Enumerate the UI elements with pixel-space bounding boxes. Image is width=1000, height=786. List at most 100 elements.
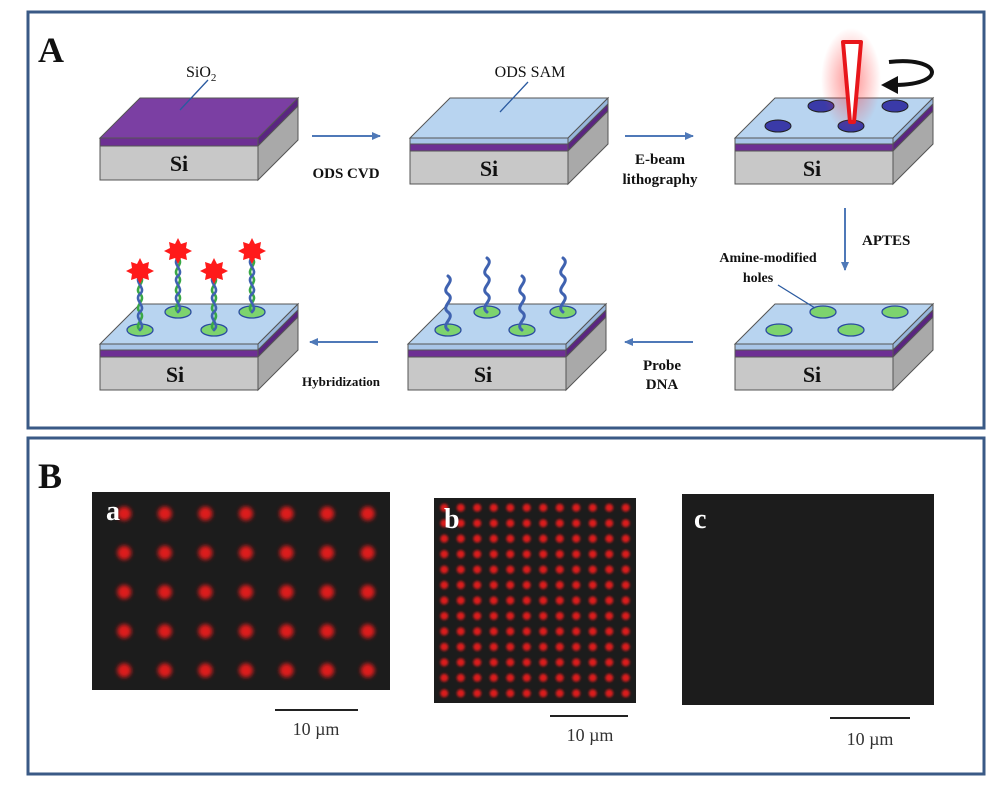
fluorescent-spot	[539, 566, 547, 574]
fluorescent-spot	[506, 627, 514, 635]
fluorescent-spot	[198, 585, 212, 599]
fluorescent-spot	[605, 504, 613, 512]
fluorescent-spot	[361, 546, 375, 560]
fluorescent-spot	[440, 643, 448, 651]
fluorescent-spot	[523, 519, 531, 527]
fluorescent-spot	[589, 658, 597, 666]
micrograph-c	[682, 494, 934, 705]
si-label-4: Si	[803, 362, 821, 387]
si-label-6: Si	[166, 362, 184, 387]
fluorescent-spot	[539, 689, 547, 697]
fluorescent-spot	[556, 535, 564, 543]
fluorescent-spot	[158, 507, 172, 521]
fluorescent-spot	[622, 535, 630, 543]
fluorescent-spot	[605, 658, 613, 666]
fluorescent-spot	[556, 566, 564, 574]
fluorescent-spot	[572, 566, 580, 574]
step-ods-cvd: ODS CVD	[312, 166, 379, 182]
wafer-step-2: Si	[410, 98, 608, 184]
scale-bar-b-label: 10 µm	[567, 725, 614, 745]
fluorescent-spot	[440, 689, 448, 697]
fluorescent-spot	[572, 519, 580, 527]
fluorescent-spot	[556, 581, 564, 589]
fluorescent-spot	[506, 535, 514, 543]
fluorescent-spot	[490, 643, 498, 651]
fluorescent-spot	[473, 674, 481, 682]
fluorescent-spot	[490, 612, 498, 620]
fluorescent-spot	[440, 581, 448, 589]
fluorescent-spot	[506, 674, 514, 682]
fluorescent-spot	[622, 550, 630, 558]
fluorescent-spot	[572, 674, 580, 682]
fluorescent-spot	[556, 658, 564, 666]
fluorescent-spot	[589, 674, 597, 682]
amine-label-line1: Amine-modified	[719, 251, 816, 266]
fluorescent-spot	[158, 546, 172, 560]
fluorescent-spot	[605, 643, 613, 651]
fluorescent-spot	[457, 643, 465, 651]
fluorescent-spot	[506, 658, 514, 666]
fluorescent-spot	[506, 612, 514, 620]
fluorescent-spot	[589, 581, 597, 589]
panel-b-label: B	[38, 456, 62, 496]
fluorescent-spot	[490, 658, 498, 666]
fluorescent-spot	[440, 550, 448, 558]
fluorescent-spot	[440, 597, 448, 605]
fluorescent-spot	[239, 585, 253, 599]
fluorescent-spot	[605, 535, 613, 543]
fluorescent-spot	[572, 550, 580, 558]
fluorescent-spot	[622, 627, 630, 635]
fluorescent-spot	[239, 546, 253, 560]
fluorescent-spot	[158, 585, 172, 599]
fluorescent-spot	[320, 624, 334, 638]
fluorescent-spot	[605, 627, 613, 635]
fluorescent-spot	[556, 612, 564, 620]
fluorescent-spot	[440, 658, 448, 666]
fluorescent-spot	[589, 627, 597, 635]
fluorescent-spot	[239, 624, 253, 638]
fluorescent-spot	[556, 597, 564, 605]
fluorescent-spot	[457, 689, 465, 697]
fluorescent-spot	[589, 612, 597, 620]
fluorescent-spot	[320, 585, 334, 599]
fluorescent-spot	[280, 507, 294, 521]
fluorescent-spot	[622, 658, 630, 666]
fluorescent-spot	[622, 566, 630, 574]
fluorescent-spot	[622, 597, 630, 605]
fluorescent-spot	[457, 658, 465, 666]
fluorescent-spot	[556, 627, 564, 635]
fluorescent-spot	[473, 519, 481, 527]
fluorescent-spot	[440, 612, 448, 620]
fluorescent-spot	[457, 581, 465, 589]
fluorescent-spot	[605, 550, 613, 558]
fluorescent-spot	[490, 504, 498, 512]
fluorescent-spot	[539, 597, 547, 605]
fluorescent-spot	[605, 612, 613, 620]
scale-bar-a-label: 10 µm	[293, 719, 340, 739]
fluorescent-spot	[605, 597, 613, 605]
fluorescent-spot	[506, 504, 514, 512]
panel-a-label: A	[38, 30, 64, 70]
si-label-3: Si	[803, 156, 821, 181]
fluorescent-spot	[523, 627, 531, 635]
fluorescent-spot	[490, 550, 498, 558]
fluorescent-spot	[622, 581, 630, 589]
fluorescent-spot	[605, 674, 613, 682]
fluorescent-spot	[506, 689, 514, 697]
fluorescent-spot	[361, 663, 375, 677]
fluorescent-spot	[622, 612, 630, 620]
fluorescent-spot	[539, 627, 547, 635]
fluorescent-spot	[506, 519, 514, 527]
fluorescent-spot	[457, 674, 465, 682]
fluorescent-spot	[361, 585, 375, 599]
fluorescent-spot	[158, 624, 172, 638]
micrograph-c-label: c	[694, 504, 706, 535]
fluorescent-spot	[539, 643, 547, 651]
fluorescent-spot	[280, 624, 294, 638]
wafer-step-5: Si	[408, 304, 606, 390]
hole	[765, 120, 791, 132]
fluorescent-spot	[320, 663, 334, 677]
fluorescent-spot	[523, 550, 531, 558]
fluorescent-spot	[320, 546, 334, 560]
